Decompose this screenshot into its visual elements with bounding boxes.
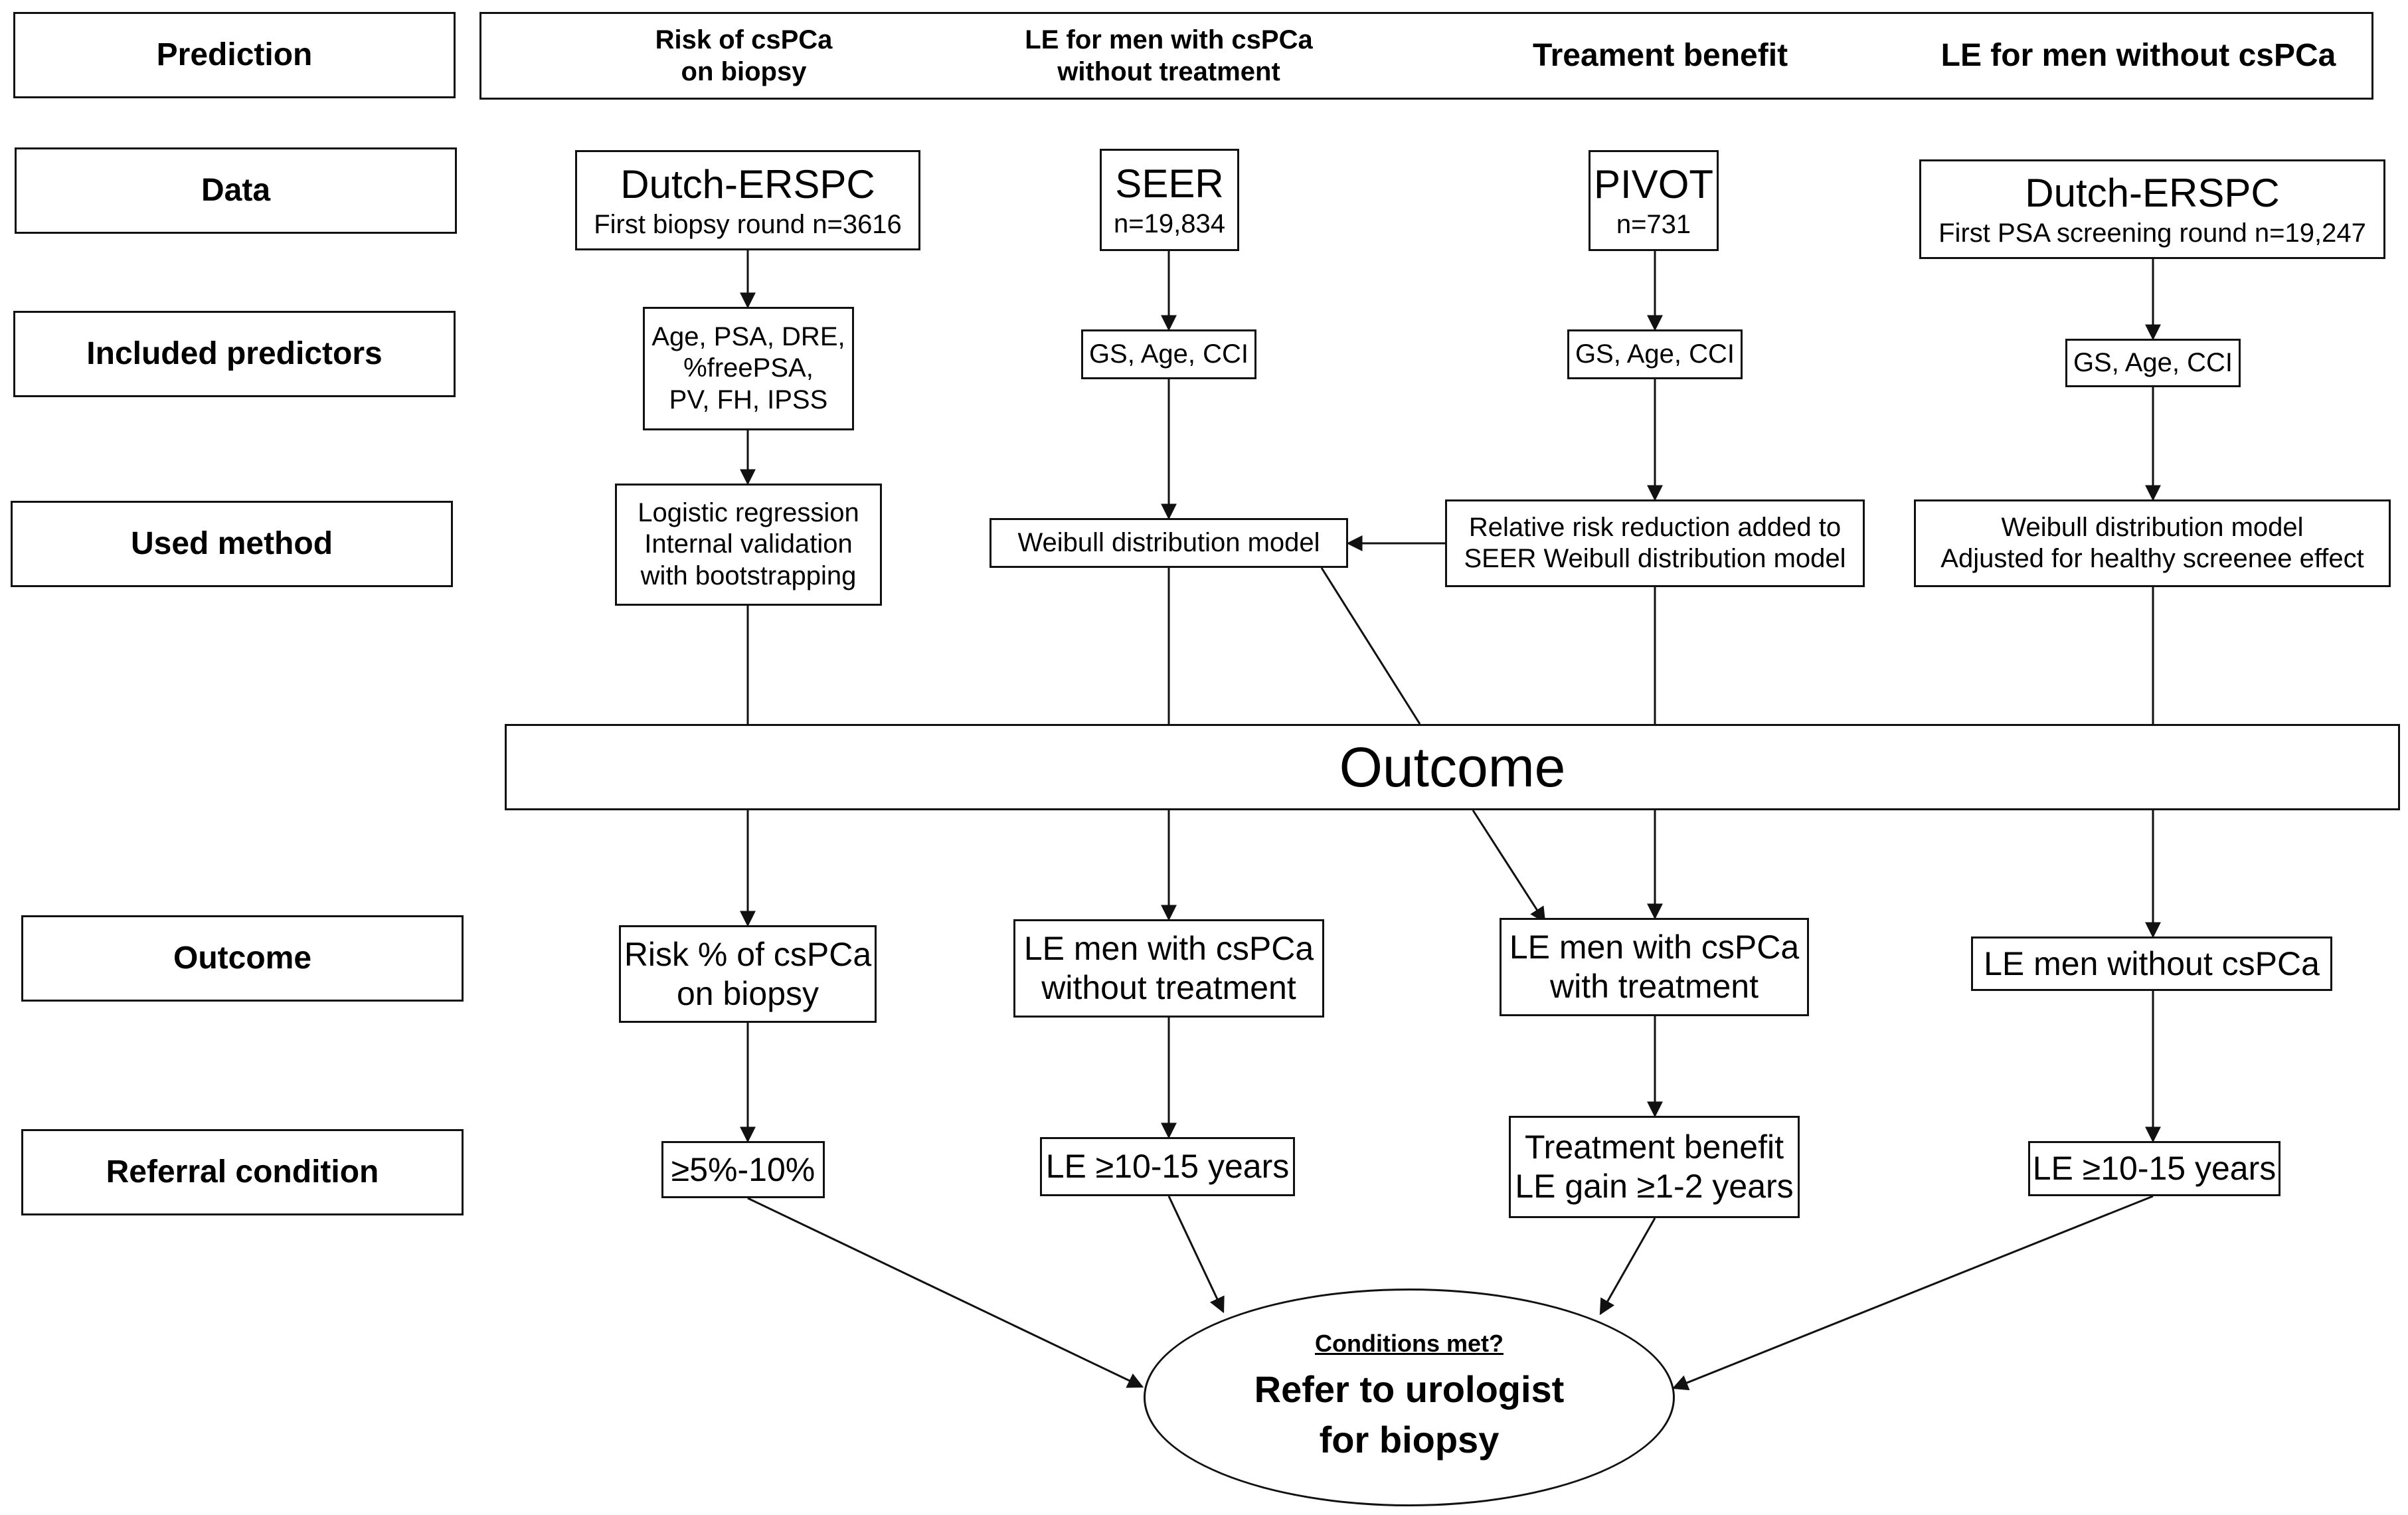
referral-risk-threshold: ≥5%-10% [661, 1141, 825, 1198]
prediction-header-risk: Risk of csPCa on biopsy [655, 25, 833, 86]
referral-le-untreated-threshold: LE ≥10-15 years [1040, 1137, 1295, 1196]
predictors-risk-model: Age, PSA, DRE, %freePSA, PV, FH, IPSS [643, 307, 854, 430]
outcome-band: Outcome [505, 724, 2400, 810]
arrow-diagonal-to-treated-result [1472, 810, 1546, 924]
data-source-name: PIVOT [1593, 162, 1714, 207]
line-seer-method-diagonal [1320, 567, 1421, 725]
outcome-risk-percent: Risk % of csPCa on biopsy [619, 925, 877, 1023]
row-label-referral-condition: Referral condition [21, 1129, 464, 1215]
prediction-header-le-untreated: LE for men with csPCa without treatment [1025, 25, 1313, 86]
data-source-detail: First biopsy round n=3616 [594, 209, 902, 239]
data-source-detail: n=19,834 [1114, 209, 1225, 238]
data-source-name: Dutch-ERSPC [2025, 171, 2280, 215]
arrow-referral-to-decision-4 [1672, 1195, 2154, 1391]
data-source-name: Dutch-ERSPC [620, 161, 875, 207]
predictors-pivot: GS, Age, CCI [1567, 329, 1743, 379]
arrow-referral-to-decision-3 [1599, 1217, 1656, 1316]
arrow-referral-to-decision-1 [747, 1197, 1144, 1388]
prediction-header-treatment-benefit: Treament benefit [1532, 38, 1788, 74]
decision-question: Conditions met? [1315, 1330, 1504, 1358]
method-weibull-healthy-screenee: Weibull distribution model Adjusted for … [1914, 499, 2391, 587]
data-source-dutch-erspc-biopsy: Dutch-ERSPC First biopsy round n=3616 [575, 150, 920, 250]
method-logistic-regression: Logistic regression Internal validation … [615, 484, 882, 606]
method-seer-weibull: Weibull distribution model [989, 518, 1348, 568]
data-source-pivot: PIVOT n=731 [1589, 150, 1719, 251]
row-label-included-predictors: Included predictors [13, 311, 456, 397]
outcome-le-without-cspca: LE men without csPCa [1971, 936, 2332, 991]
method-relative-risk-reduction: Relative risk reduction added to SEER We… [1445, 499, 1865, 587]
prediction-header-band [479, 12, 2373, 100]
row-label-data: Data [15, 147, 457, 234]
predictors-seer: GS, Age, CCI [1081, 329, 1256, 379]
referral-treatment-benefit: Treatment benefit LE gain ≥1-2 years [1509, 1116, 1800, 1218]
data-source-name: SEER [1115, 161, 1224, 206]
data-source-detail: n=731 [1616, 210, 1691, 239]
row-label-used-method: Used method [11, 501, 453, 587]
referral-le-without-threshold: LE ≥10-15 years [2028, 1141, 2280, 1196]
data-source-detail: First PSA screening round n=19,247 [1938, 219, 2366, 248]
arrow-referral-to-decision-2 [1167, 1196, 1225, 1314]
decision-ellipse: Conditions met? Refer to urologist for b… [1144, 1289, 1675, 1506]
prediction-header-le-without: LE for men without csPCa [1940, 38, 2336, 74]
outcome-le-with-treatment: LE men with csPCa with treatment [1500, 918, 1809, 1016]
data-source-dutch-erspc-screening: Dutch-ERSPC First PSA screening round n=… [1919, 159, 2385, 259]
row-label-outcome: Outcome [21, 915, 464, 1002]
decision-action: Refer to urologist for biopsy [1254, 1368, 1565, 1461]
outcome-le-without-treatment: LE men with csPCa without treatment [1013, 919, 1324, 1018]
row-label-prediction: Prediction [13, 12, 456, 98]
predictors-erspc-screening: GS, Age, CCI [2065, 339, 2241, 387]
data-source-seer: SEER n=19,834 [1100, 149, 1239, 251]
